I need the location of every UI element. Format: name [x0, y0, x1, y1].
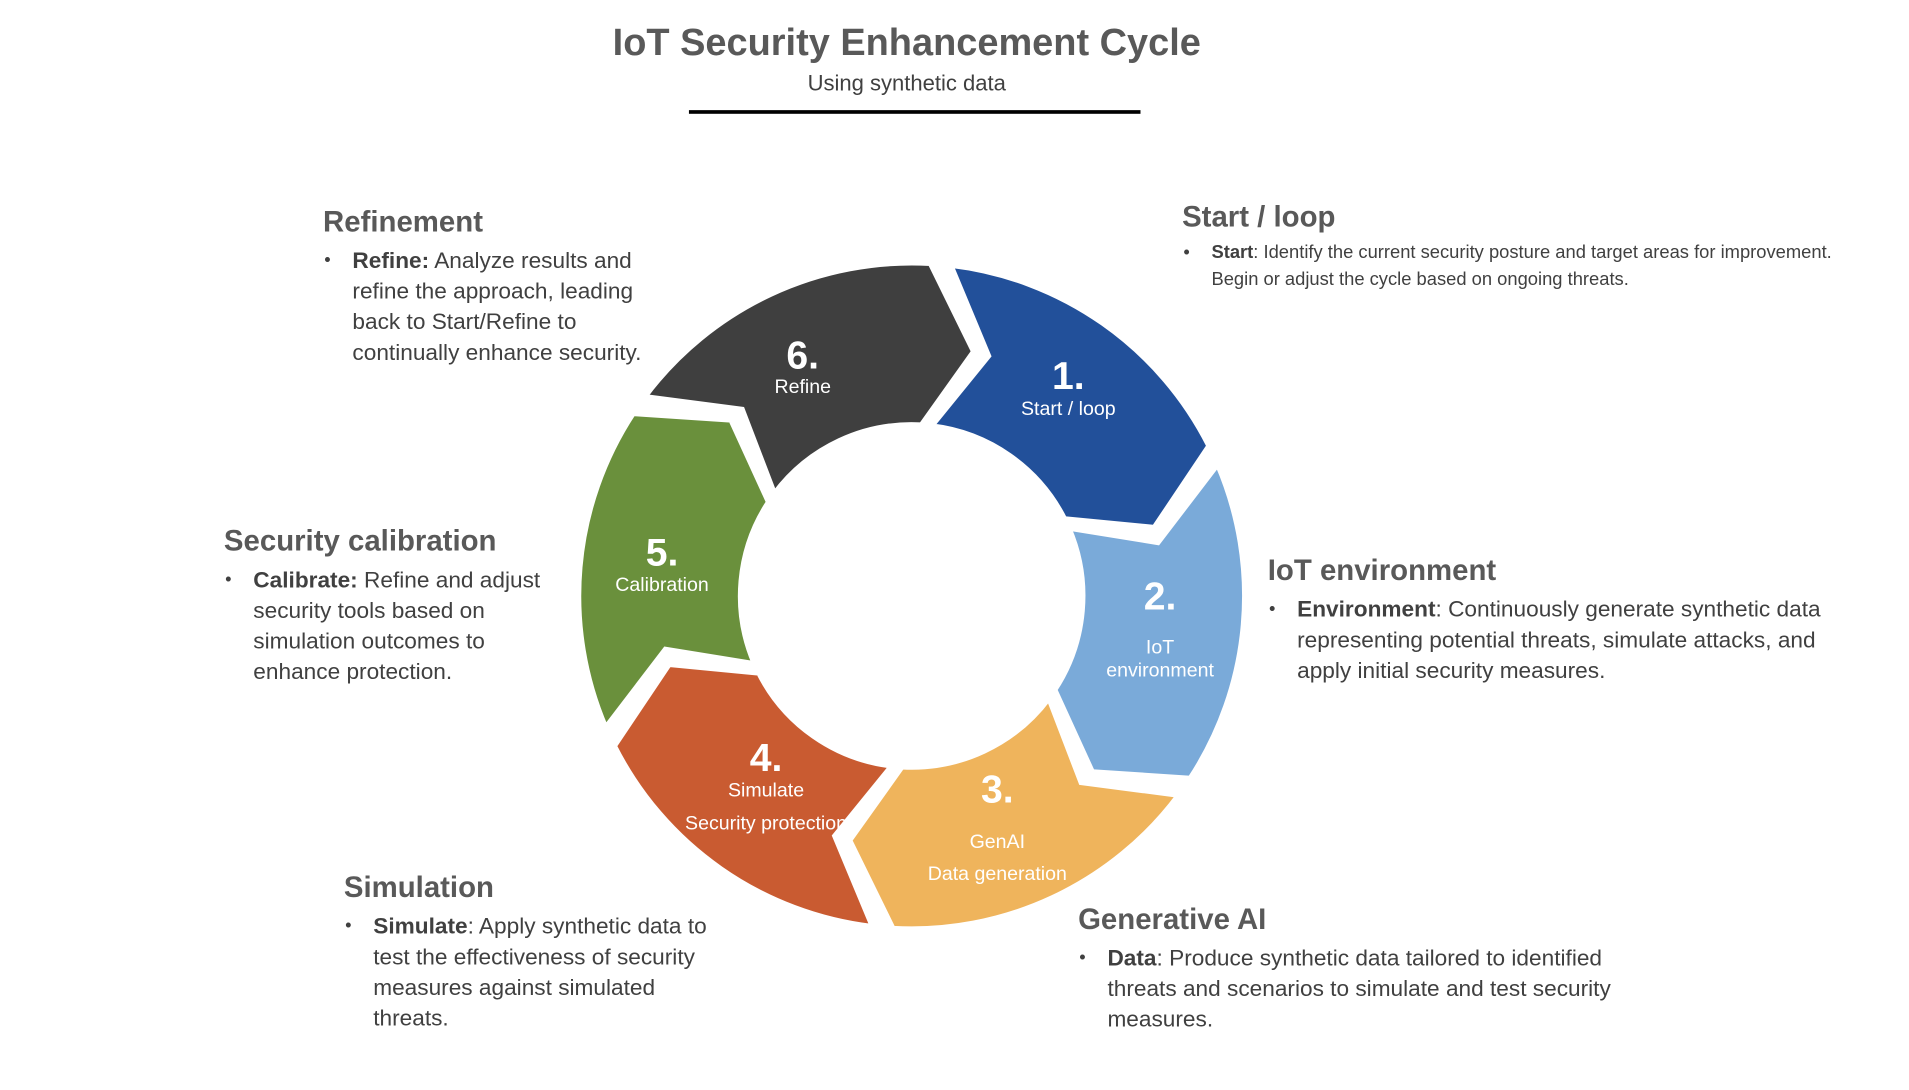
bullet-term: Data — [1107, 944, 1157, 971]
segment-label: GenAI — [970, 831, 1025, 853]
bullet-term: Calibrate: — [253, 566, 358, 593]
block-heading: Refinement — [323, 205, 483, 239]
bullet-term: Start — [1211, 242, 1254, 264]
segment-number: 1. — [1052, 355, 1085, 398]
cycle-segment-1 — [927, 262, 1212, 530]
block-heading: Start / loop — [1182, 200, 1336, 234]
cycle-segment-4 — [611, 662, 897, 930]
bullet-term: Simulate — [373, 912, 468, 939]
block-heading: Generative AI — [1078, 903, 1267, 937]
segment-number: 2. — [1144, 575, 1177, 618]
segment-number: 4. — [750, 737, 783, 780]
bullet-text: : Continuously generate synthetic data r… — [1297, 595, 1821, 683]
segment-number: 6. — [786, 334, 819, 377]
cycle-segment-5 — [576, 411, 772, 732]
text-block-environment: IoT environment Environment: Continuousl… — [1268, 554, 1868, 685]
text-block-genai: Generative AI Data: Produce synthetic da… — [1078, 903, 1653, 1034]
bullet-text: Refine and adjust security tools based o… — [253, 566, 541, 685]
segment-label: Calibration — [615, 574, 709, 596]
segment-label: Data generation — [928, 863, 1067, 885]
block-heading: Security calibration — [223, 524, 497, 559]
segment-label: environment — [1106, 660, 1214, 682]
bullet-item: Data: Produce synthetic data tailored to… — [1079, 942, 1653, 1034]
bullet-item: Start: Identify the current security pos… — [1183, 240, 1842, 294]
text-block-calibration: Security calibration Calibrate: Refine a… — [224, 525, 554, 687]
text-block-refinement: Refinement Refine: Analyze results and r… — [323, 206, 666, 368]
text-block-start: Start / loop Start: Identify the current… — [1182, 201, 1843, 294]
bullet-item: Simulate: Apply synthetic data to test t… — [345, 910, 735, 1032]
bullet-text: Analyze results and refine the approach,… — [352, 247, 642, 365]
segment-number: 5. — [646, 531, 679, 574]
segment-label: Security protection — [685, 813, 847, 835]
text-block-simulation: Simulation Simulate: Apply synthetic dat… — [344, 871, 736, 1033]
bullet-item: Calibrate: Refine and adjust security to… — [225, 564, 554, 686]
bullet-text: : Identify the current security posture … — [1211, 242, 1832, 291]
segment-label: Refine — [774, 376, 831, 398]
segment-label: IoT — [1146, 636, 1174, 658]
cycle-segment-2 — [1052, 459, 1247, 781]
bullet-text: : Apply synthetic data to test the effec… — [373, 912, 707, 1031]
cycle-segment-6 — [640, 260, 977, 499]
diagram-title: IoT Security Enhancement Cycle — [612, 20, 1201, 64]
bullet-item: Environment: Continuously generate synth… — [1269, 593, 1867, 685]
title-underline — [688, 110, 1141, 114]
cycle-segment-3 — [847, 693, 1183, 932]
bullet-item: Refine: Analyze results and refine the a… — [324, 245, 665, 367]
block-heading: Simulation — [343, 871, 494, 905]
segment-label: Start / loop — [1021, 398, 1116, 420]
diagram-subtitle: Using synthetic data — [807, 70, 1006, 96]
bullet-term: Refine: — [352, 247, 430, 273]
segment-label: Simulate — [728, 780, 804, 802]
bullet-term: Environment — [1297, 595, 1436, 622]
segment-number: 3. — [981, 769, 1014, 812]
bullet-text: : Produce synthetic data tailored to ide… — [1107, 944, 1611, 1032]
block-heading: IoT environment — [1267, 554, 1497, 588]
